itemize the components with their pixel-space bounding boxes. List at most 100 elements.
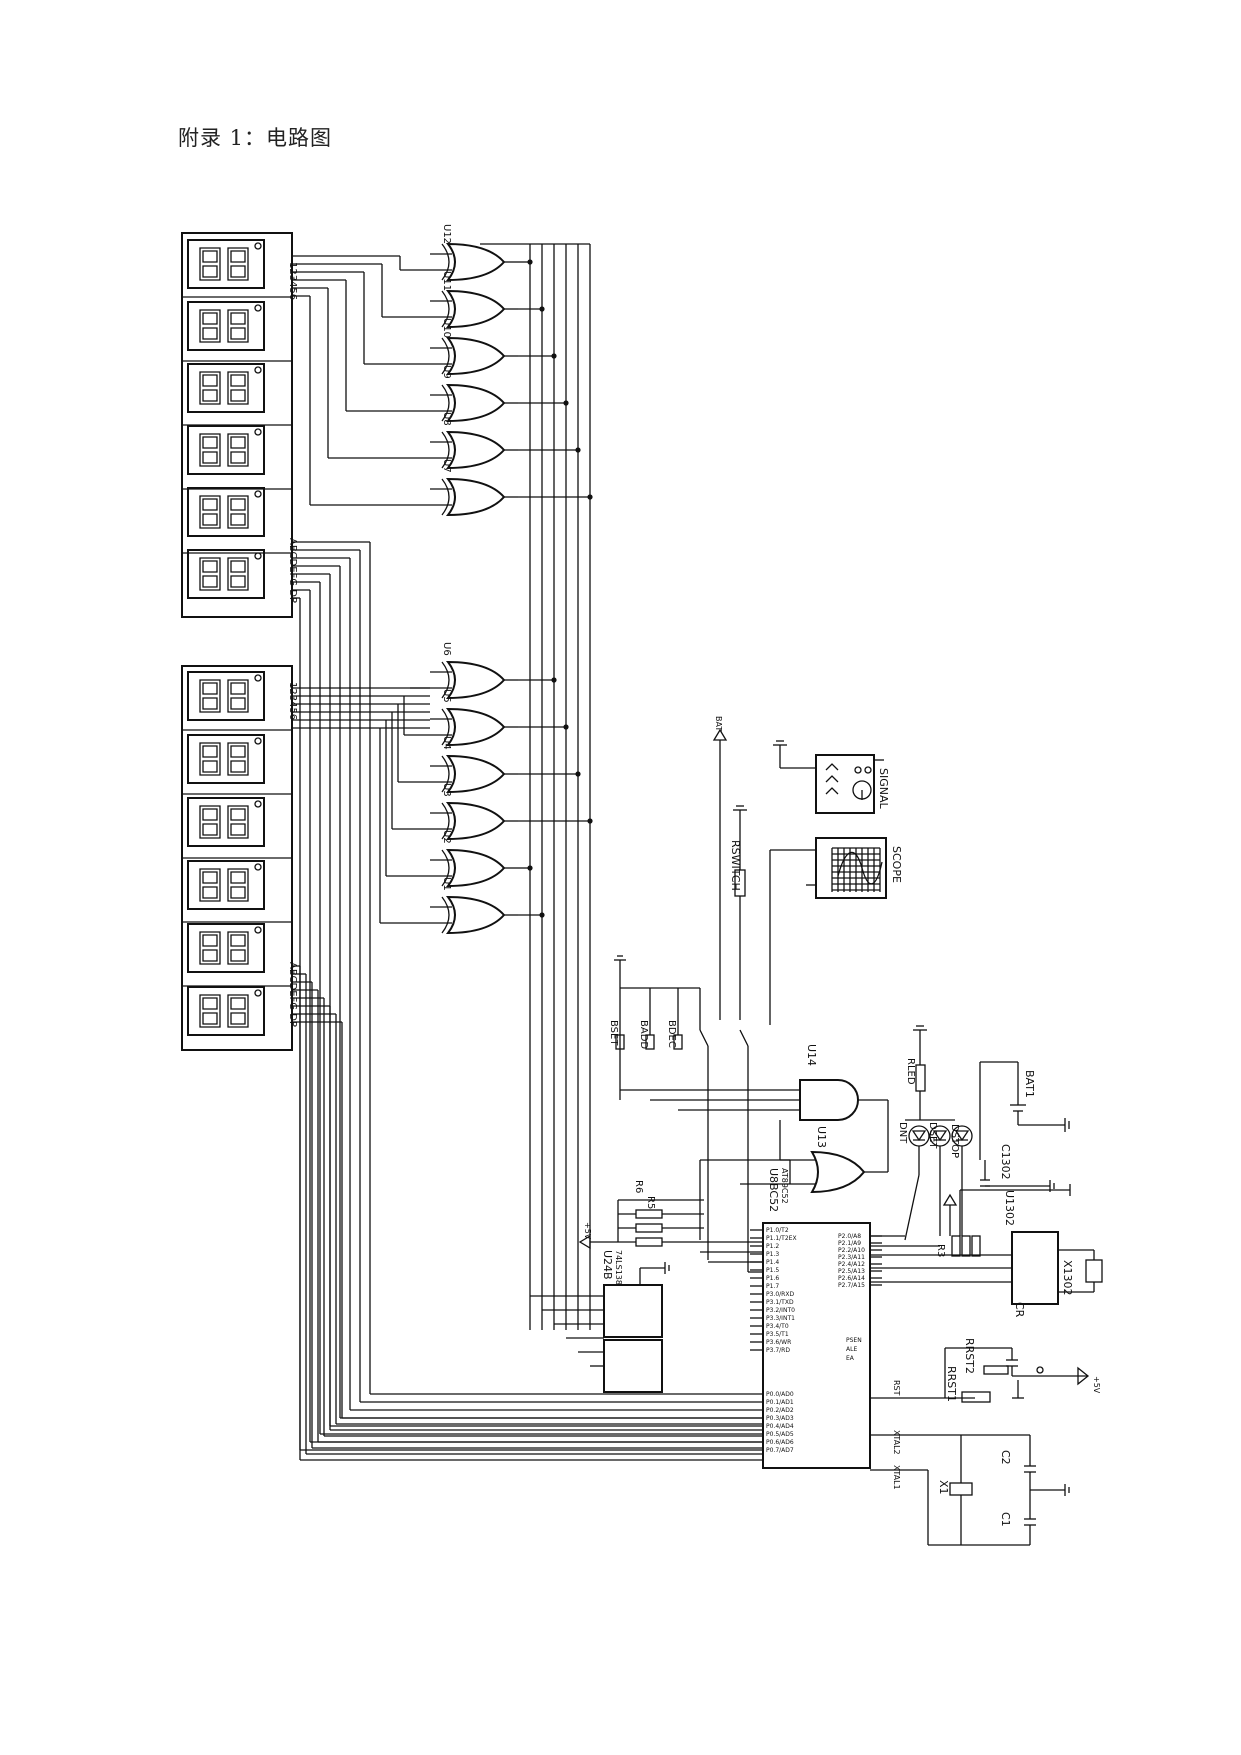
mcu-pin-label: P3.6/WR [766, 1339, 791, 1346]
decimal-point [254, 366, 262, 374]
mcu-pin-label: P3.5/T1 [766, 1331, 789, 1338]
xor-gate: U8 [430, 412, 518, 470]
seven-segment-digit [187, 239, 265, 289]
c1302-label: C1302 [999, 1144, 1012, 1180]
xor-gate: U7 [430, 459, 518, 517]
seven-segment-digit [187, 363, 265, 413]
mcu-pin-label: P1.7 [766, 1283, 779, 1290]
xor-gate: U2 [430, 830, 518, 888]
gate-label: U3 [441, 783, 452, 797]
decimal-point [254, 737, 262, 745]
u13-or-gate: U13 [740, 1100, 889, 1194]
mcu-pin-label: P0.1/AD1 [766, 1399, 794, 1406]
mcu-pin-label: P2.6/A14 [838, 1275, 865, 1282]
mcu-pin-label: P2.7/A15 [838, 1282, 865, 1289]
xor-gate: U3 [430, 783, 518, 841]
x1-label: X1 [937, 1480, 950, 1495]
mcu-pin-label: P0.6/AD6 [766, 1439, 794, 1446]
page-title: 附录 1：电路图 [178, 126, 333, 150]
junction-dot [587, 818, 593, 824]
c2-label: C2 [999, 1450, 1012, 1465]
r3-label: R3 [935, 1244, 946, 1257]
mcu-pin-label: P1.2 [766, 1243, 779, 1250]
decimal-point [254, 428, 262, 436]
mcu-pin-label: P2.5/A13 [838, 1268, 865, 1275]
rswitch-label: RSWITCH [729, 840, 742, 891]
mcu-pin-xtal1: XTAL1 [892, 1465, 901, 1490]
mcu-pin-label: P3.4/T0 [766, 1323, 789, 1330]
mcu-pin-label: P2.2/A10 [838, 1247, 865, 1254]
gate-label: U12 [441, 224, 452, 244]
mcu-pin-label: P2.1/A9 [838, 1240, 861, 1247]
rrst1-label: RRST1 [945, 1366, 958, 1402]
u13-label: U13 [815, 1126, 828, 1148]
mcu-pin-label: P3.3/INT1 [766, 1315, 795, 1322]
xor-gate: U10 [430, 318, 518, 376]
display-bottom-pin-label-a: 123456 [287, 682, 298, 720]
xor-gate: U6 [430, 642, 518, 700]
r6-label: R6 [633, 1180, 644, 1193]
display-block-top: 123456 ABCDEFG DP [181, 232, 298, 618]
u24b-label: U24B [601, 1250, 614, 1280]
signal-label: SIGNAL [877, 768, 890, 810]
gate-label: U6 [441, 642, 452, 656]
gate-label: U9 [441, 365, 452, 379]
signal-generator: SIGNAL [773, 740, 890, 814]
rled-label: RLED [905, 1058, 916, 1085]
decimal-point [254, 863, 262, 871]
seven-segment-digit [187, 487, 265, 537]
rrst2-label: RRST2 [963, 1338, 976, 1374]
oscilloscope: SCOPE [769, 837, 903, 1025]
display-top-pin-label-a: 123456 [287, 262, 298, 300]
mcu-control-wires [699, 1110, 791, 1273]
mcu-pin-label: P3.1/TXD [766, 1299, 794, 1306]
gate-label: U1 [441, 877, 452, 891]
vcc-label-3: +5V [583, 1222, 592, 1240]
vcc-label-2: +5V [1092, 1376, 1101, 1394]
cr-label: CR [1013, 1302, 1026, 1318]
seven-segment-digit [187, 986, 265, 1036]
junction-dot [539, 306, 545, 312]
badd-label: BADD [638, 1020, 649, 1049]
u1302-label: U1302 [1003, 1190, 1016, 1226]
junction-dot [551, 677, 557, 683]
mcu-type-label: AT89C52 [780, 1168, 789, 1204]
mcu-pin-rst: RST [892, 1380, 901, 1396]
dset-label: DSET [927, 1122, 938, 1149]
c1-label: C1 [999, 1512, 1012, 1527]
decimal-point [254, 674, 262, 682]
junction-dot [575, 447, 581, 453]
seven-segment-digit [187, 301, 265, 351]
junction-dot [551, 353, 557, 359]
decimal-point [254, 490, 262, 498]
display-wiring [292, 255, 763, 1461]
decimal-point [254, 800, 262, 808]
u14-label: U14 [805, 1044, 818, 1066]
mcu-pin-label: EA [846, 1355, 855, 1362]
gate-label: U7 [441, 459, 452, 473]
xor-gate: U11 [430, 271, 518, 329]
display-top-pin-label-b: ABCDEFG DP [287, 538, 298, 603]
mcu-pin-label: P3.7/RD [766, 1347, 790, 1354]
decimal-point [254, 304, 262, 312]
display-block-bottom: 123456 ABCDEFG DP [181, 665, 298, 1051]
mcu-pin-label: P1.6 [766, 1275, 779, 1282]
dstop-label: DSTOP [949, 1124, 960, 1158]
r3-resistors: R3 [870, 1193, 990, 1283]
decimal-point [254, 926, 262, 934]
u24b-type-label: 74LS138 [614, 1250, 623, 1285]
dnt-label: DNT [897, 1122, 908, 1144]
scope-label: SCOPE [890, 846, 903, 883]
mcu-pin-label: P0.0/AD0 [766, 1391, 794, 1398]
decimal-point [254, 989, 262, 997]
seven-segment-digit [187, 549, 265, 599]
gate-label: U4 [441, 736, 452, 750]
seven-segment-digit [187, 923, 265, 973]
seven-segment-digit [187, 734, 265, 784]
bset-label: BSET [608, 1020, 619, 1046]
seven-segment-digit [187, 671, 265, 721]
gate-output-buses [480, 243, 604, 1367]
